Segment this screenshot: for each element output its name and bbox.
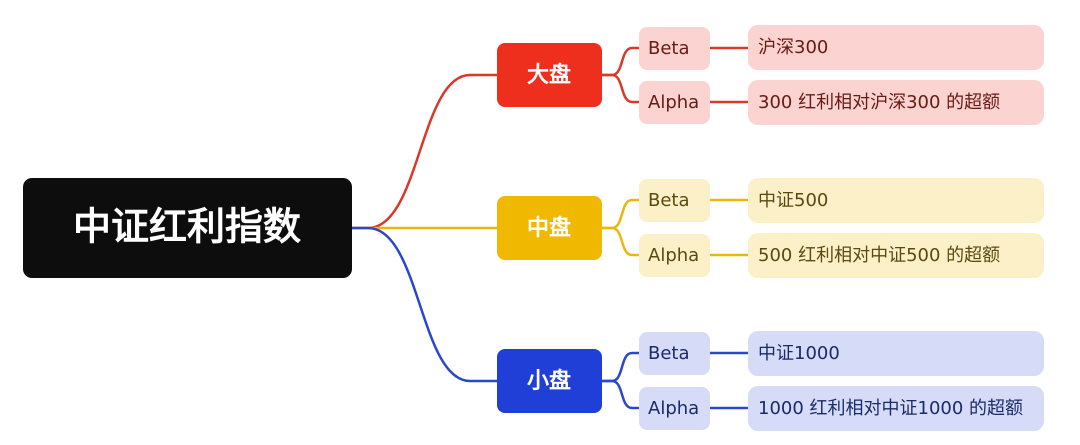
root-branch-connector — [350, 73, 499, 230]
detail-alpha-box — [748, 80, 1044, 125]
branch-node-box — [497, 349, 602, 413]
branch-leaf-connector — [600, 46, 641, 77]
leaf-alpha-box — [639, 387, 710, 430]
connectors — [350, 46, 750, 410]
branch-leaf-connector — [600, 226, 641, 257]
leaf-beta-box — [639, 179, 710, 222]
branch-small-cap: 小盘 Beta 中证1000 Alpha 1000 红利相对中证1000 的超额 — [497, 331, 1044, 431]
root-branch-connector — [350, 226, 499, 383]
branch-node-label: 中盘 — [527, 215, 571, 241]
branch-node-box — [497, 196, 602, 260]
leaf-beta-label: Beta — [648, 190, 690, 211]
root-node-box — [23, 178, 352, 278]
leaf-alpha-label: Alpha — [648, 398, 699, 419]
detail-alpha-text: 500 红利相对中证500 的超额 — [758, 245, 1000, 266]
branch-node-label: 大盘 — [527, 62, 571, 88]
leaf-alpha-box — [639, 81, 710, 124]
detail-beta-text: 沪深300 — [758, 37, 828, 58]
branch-leaf-connector — [600, 73, 641, 104]
leaf-beta-label: Beta — [648, 343, 690, 364]
leaf-beta-label: Beta — [648, 38, 690, 59]
detail-beta-box — [748, 178, 1044, 223]
leaf-alpha-label: Alpha — [648, 245, 699, 266]
branch-mid-cap: 中盘 Beta 中证500 Alpha 500 红利相对中证500 的超额 — [497, 178, 1044, 278]
root-node-label: 中证红利指数 — [73, 205, 301, 249]
detail-alpha-box — [748, 233, 1044, 278]
branch-node-box — [497, 43, 602, 107]
detail-beta-text: 中证500 — [758, 190, 828, 211]
detail-alpha-text: 300 红利相对沪深300 的超额 — [758, 92, 1000, 113]
detail-beta-text: 中证1000 — [758, 343, 840, 364]
detail-beta-box — [748, 25, 1044, 70]
detail-alpha-text: 1000 红利相对中证1000 的超额 — [758, 398, 1023, 419]
leaf-alpha-label: Alpha — [648, 92, 699, 113]
branch-leaf-connector — [600, 198, 641, 230]
branch-large-cap: 大盘 Beta 沪深300 Alpha 300 红利相对沪深300 的超额 — [497, 25, 1044, 125]
root-node: 中证红利指数 — [23, 178, 352, 278]
branch-node-label: 小盘 — [527, 368, 571, 394]
branch-leaf-connector — [600, 351, 641, 383]
detail-alpha-box — [748, 386, 1044, 431]
branch-leaf-connector — [600, 379, 641, 410]
leaf-beta-box — [639, 27, 710, 70]
leaf-beta-box — [639, 332, 710, 375]
detail-beta-box — [748, 331, 1044, 376]
leaf-alpha-box — [639, 234, 710, 277]
